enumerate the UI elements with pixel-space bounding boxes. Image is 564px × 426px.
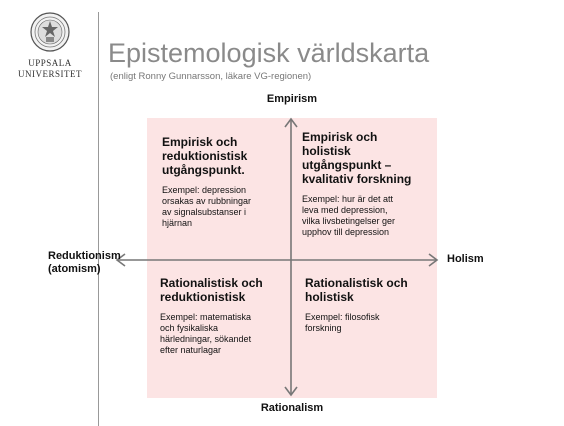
quadrant-example: Exempel: filosofisk forskning <box>305 312 423 334</box>
logo-text-line2: UNIVERSITET <box>18 69 82 79</box>
quadrant-example-line: Exempel: hur är det att <box>302 194 394 204</box>
axis-label-reductionism: Reduktionism (atomism) <box>48 250 121 276</box>
quadrant-title-line: utgångspunkt – <box>302 158 392 172</box>
quadrant-title-line: Rationalistisk och <box>160 276 263 290</box>
quadrant-title-line: holistisk <box>305 290 354 304</box>
quadrant-example-line: av signalsubstanser i <box>162 207 247 217</box>
quadrant-title: Rationalistisk och reduktionistisk <box>160 276 285 304</box>
axis-label-rationalism: Rationalism <box>260 402 324 414</box>
quadrant-title-line: reduktionistisk <box>162 149 248 163</box>
quadrant-title-line: reduktionistisk <box>160 290 246 304</box>
quadrant-example-line: leva med depression, <box>302 205 388 215</box>
logo-text-line1: UPPSALA <box>28 58 72 68</box>
university-seal-icon <box>30 12 70 52</box>
quadrant-title-line: Rationalistisk och <box>305 276 408 290</box>
slide-subtitle: (enligt Ronny Gunnarsson, läkare VG-regi… <box>110 71 312 82</box>
university-logo: UPPSALA UNIVERSITET <box>6 10 94 98</box>
axis-label-empirism: Empirism <box>266 93 318 105</box>
axis-label-reductionism-line2: (atomism) <box>48 263 101 275</box>
quadrant-title-line: Empirisk och <box>302 130 378 144</box>
vertical-axis-arrow <box>284 117 298 397</box>
quadrant-rationalist-holistic: Rationalistisk och holistisk Exempel: fi… <box>305 276 423 334</box>
slide-title: Epistemologisk världskarta <box>108 38 430 68</box>
quadrant-example-line: forskning <box>305 323 342 333</box>
quadrant-empirical-reductionist: Empirisk och reduktionistisk utgångspunk… <box>162 135 280 229</box>
axis-label-reductionism-line1: Reduktionism <box>48 250 121 262</box>
quadrant-title-line: holistisk <box>302 144 351 158</box>
quadrant-example: Exempel: hur är det att leva med depress… <box>302 194 420 238</box>
quadrant-example-line: Exempel: filosofisk <box>305 312 380 322</box>
horizontal-axis-arrow <box>115 253 439 267</box>
quadrant-example-line: vilka livsbetingelser ger <box>302 216 396 226</box>
quadrant-example-line: och fysikaliska <box>160 323 219 333</box>
quadrant-example: Exempel: matematiska och fysikaliska här… <box>160 312 285 356</box>
quadrant-title: Empirisk och holistisk utgångspunkt – kv… <box>302 130 420 186</box>
quadrant-example-line: Exempel: matematiska <box>160 312 252 322</box>
quadrant-background <box>147 118 437 398</box>
quadrant-example: Exempel: depression orsakas av rubbninga… <box>162 185 280 229</box>
quadrant-example-line: Exempel: depression <box>162 185 247 195</box>
quadrant-example-line: upphov till depression <box>302 227 390 237</box>
quadrant-title: Rationalistisk och holistisk <box>305 276 423 304</box>
quadrant-example-line: hjärnan <box>162 218 193 228</box>
quadrant-empirical-holistic: Empirisk och holistisk utgångspunkt – kv… <box>302 130 420 238</box>
axis-label-holism: Holism <box>447 253 484 265</box>
quadrant-title-line: kvalitativ forskning <box>302 172 412 186</box>
quadrant-example-line: efter naturlagar <box>160 345 222 355</box>
quadrant-example-line: härledningar, sökandet <box>160 334 252 344</box>
quadrant-rationalist-reductionist: Rationalistisk och reduktionistisk Exemp… <box>160 276 285 356</box>
quadrant-title-line: Empirisk och <box>162 135 238 149</box>
slide-background <box>0 0 564 10</box>
quadrant-example-line: orsakas av rubbningar <box>162 196 252 206</box>
quadrant-title-line: utgångspunkt. <box>162 163 245 177</box>
header-divider <box>98 12 99 426</box>
quadrant-title: Empirisk och reduktionistisk utgångspunk… <box>162 135 280 177</box>
